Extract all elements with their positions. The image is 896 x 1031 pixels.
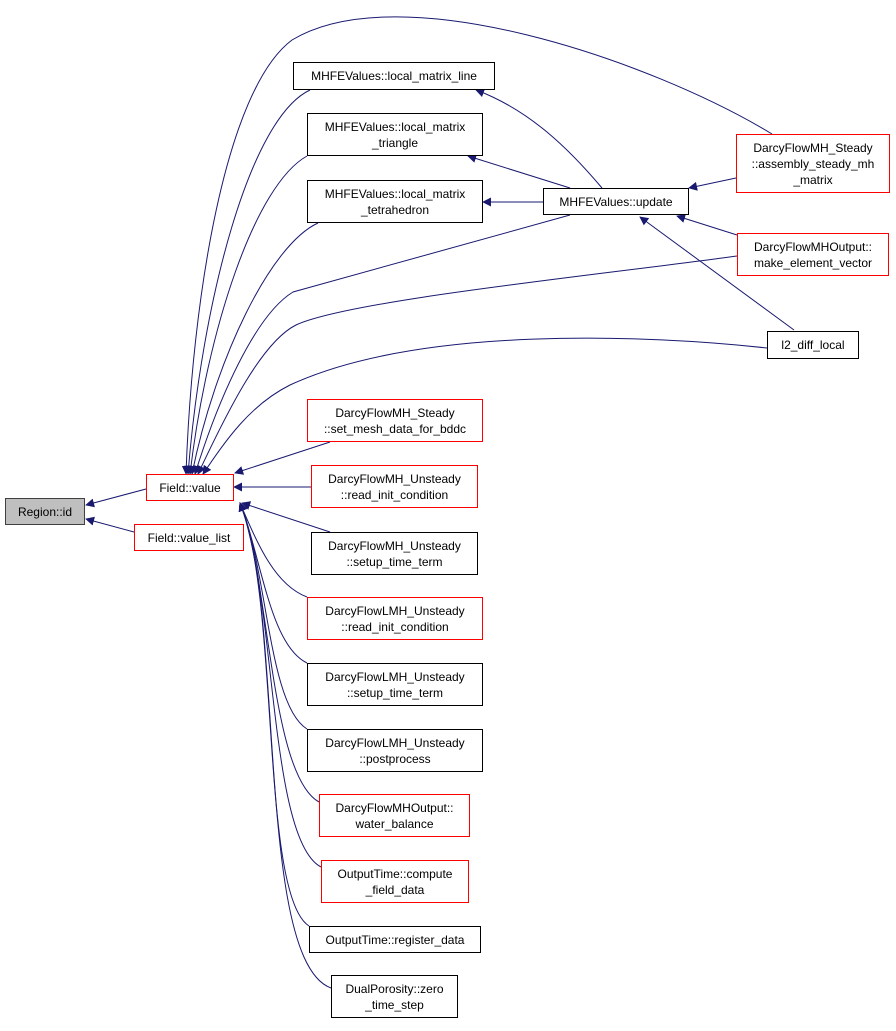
node-label: Region::id bbox=[17, 504, 73, 519]
edge-field-value-list-to-region-id bbox=[85, 516, 135, 533]
edge-assembly-steady-to-update bbox=[688, 177, 737, 191]
node-label: MHFEValues::update bbox=[559, 194, 673, 209]
node-assembly-steady[interactable]: DarcyFlowMH_Steady ::assembly_steady_mh … bbox=[736, 134, 890, 193]
edge-update-to-local-matrix-line bbox=[475, 88, 603, 189]
node-l2-diff-local[interactable]: l2_diff_local bbox=[767, 331, 859, 359]
node-label: l2_diff_local bbox=[781, 338, 845, 352]
node-region-id[interactable]: Region::id bbox=[5, 498, 85, 525]
edge-local-matrix-line-to-field-value bbox=[184, 89, 311, 475]
edge-lmh-unsteady-setup-to-field-value bbox=[238, 502, 308, 664]
node-label: DarcyFlowMH_Steady bbox=[335, 405, 455, 420]
node-set-mesh-data[interactable]: DarcyFlowMH_Steady ::set_mesh_data_for_b… bbox=[307, 399, 483, 442]
node-label: ::setup_time_term bbox=[346, 554, 443, 569]
node-label: _triangle bbox=[371, 135, 419, 150]
edge-make-element-vector-to-update bbox=[676, 214, 738, 236]
node-lmh-unsteady-read-init[interactable]: DarcyFlowLMH_Unsteady ::read_init_condit… bbox=[307, 597, 483, 640]
edge-set-mesh-data-to-field-value bbox=[234, 441, 331, 475]
node-label: _matrix bbox=[793, 172, 833, 187]
node-field-value[interactable]: Field::value bbox=[146, 474, 234, 501]
edge-update-to-local-matrix-triangle bbox=[467, 154, 571, 189]
node-label: OutputTime::register_data bbox=[325, 932, 465, 947]
node-label: DarcyFlowMH_Steady bbox=[753, 140, 873, 155]
node-lmh-unsteady-postprocess[interactable]: DarcyFlowLMH_Unsteady ::postprocess bbox=[307, 729, 483, 772]
node-local-matrix-line[interactable]: MHFEValues::local_matrix_line bbox=[293, 62, 495, 90]
node-label: ::read_init_condition bbox=[341, 619, 449, 634]
node-label: DarcyFlowMH_Unsteady bbox=[328, 471, 461, 486]
edge-register-data-to-field-value bbox=[238, 502, 310, 927]
node-label: ::set_mesh_data_for_bddc bbox=[323, 421, 467, 436]
edge-l2-diff-local-to-update bbox=[639, 216, 795, 331]
node-local-matrix-tetrahedron[interactable]: MHFEValues::local_matrix _tetrahedron bbox=[307, 180, 483, 223]
edge-field-value-to-region-id bbox=[85, 488, 147, 508]
edge-local-matrix-tetrahedron-to-field-value bbox=[189, 222, 319, 475]
node-label: DarcyFlowLMH_Unsteady bbox=[325, 669, 465, 684]
edge-mhfe-update-to-field-value bbox=[193, 214, 571, 475]
node-label: MHFEValues::local_matrix bbox=[324, 119, 466, 134]
node-make-element-vector[interactable]: DarcyFlowMHOutput:: make_element_vector bbox=[737, 233, 889, 276]
node-label: DualPorosity::zero bbox=[345, 981, 444, 996]
edge-local-matrix-triangle-to-field-value bbox=[186, 155, 308, 475]
node-mh-unsteady-setup[interactable]: DarcyFlowMH_Unsteady ::setup_time_term bbox=[311, 532, 478, 575]
node-label: DarcyFlowLMH_Unsteady bbox=[325, 603, 465, 618]
node-label: ::assembly_steady_mh bbox=[751, 156, 875, 171]
node-label: DarcyFlowLMH_Unsteady bbox=[325, 735, 465, 750]
node-label: water_balance bbox=[355, 816, 434, 831]
node-field-value-list[interactable]: Field::value_list bbox=[134, 524, 244, 551]
node-label: ::postprocess bbox=[359, 751, 431, 766]
node-local-matrix-triangle[interactable]: MHFEValues::local_matrix _triangle bbox=[307, 113, 483, 156]
node-label: _time_step bbox=[365, 997, 424, 1012]
node-register-data[interactable]: OutputTime::register_data bbox=[309, 926, 481, 953]
node-mhfe-update[interactable]: MHFEValues::update bbox=[543, 188, 689, 215]
node-mh-unsteady-read-init[interactable]: DarcyFlowMH_Unsteady ::read_init_conditi… bbox=[311, 465, 478, 508]
node-label: ::setup_time_term bbox=[346, 685, 444, 700]
edge-mh-unsteady-setup-to-field-value bbox=[241, 501, 331, 533]
node-label: DarcyFlowMHOutput:: bbox=[335, 800, 454, 815]
node-label: _field_data bbox=[365, 882, 425, 897]
node-lmh-unsteady-setup[interactable]: DarcyFlowLMH_Unsteady ::setup_time_term bbox=[307, 663, 483, 706]
node-label: make_element_vector bbox=[753, 255, 873, 270]
edge-assembly-steady-to-field-value bbox=[181, 16, 773, 475]
edge-l2-diff-local-to-field-value bbox=[202, 337, 768, 475]
node-label: DarcyFlowMH_Unsteady bbox=[328, 538, 461, 553]
edge-lmh-unsteady-read-init-to-field-value bbox=[239, 502, 308, 598]
edge-zero-time-step-to-field-value bbox=[238, 502, 332, 989]
node-label: Field::value_list bbox=[147, 530, 231, 545]
node-zero-time-step[interactable]: DualPorosity::zero _time_step bbox=[331, 975, 458, 1018]
node-label: MHFEValues::local_matrix_line bbox=[311, 69, 477, 83]
node-compute-field-data[interactable]: OutputTime::compute _field_data bbox=[321, 860, 469, 903]
node-label: MHFEValues::local_matrix bbox=[324, 186, 466, 201]
node-label: _tetrahedron bbox=[360, 202, 430, 217]
node-label: OutputTime::compute bbox=[337, 866, 453, 881]
node-label: ::read_init_condition bbox=[340, 487, 449, 502]
node-label: Field::value bbox=[159, 480, 221, 495]
node-water-balance[interactable]: DarcyFlowMHOutput:: water_balance bbox=[319, 794, 470, 837]
edge-make-element-vector-to-field-value bbox=[197, 255, 738, 475]
node-label: DarcyFlowMHOutput:: bbox=[753, 239, 873, 254]
